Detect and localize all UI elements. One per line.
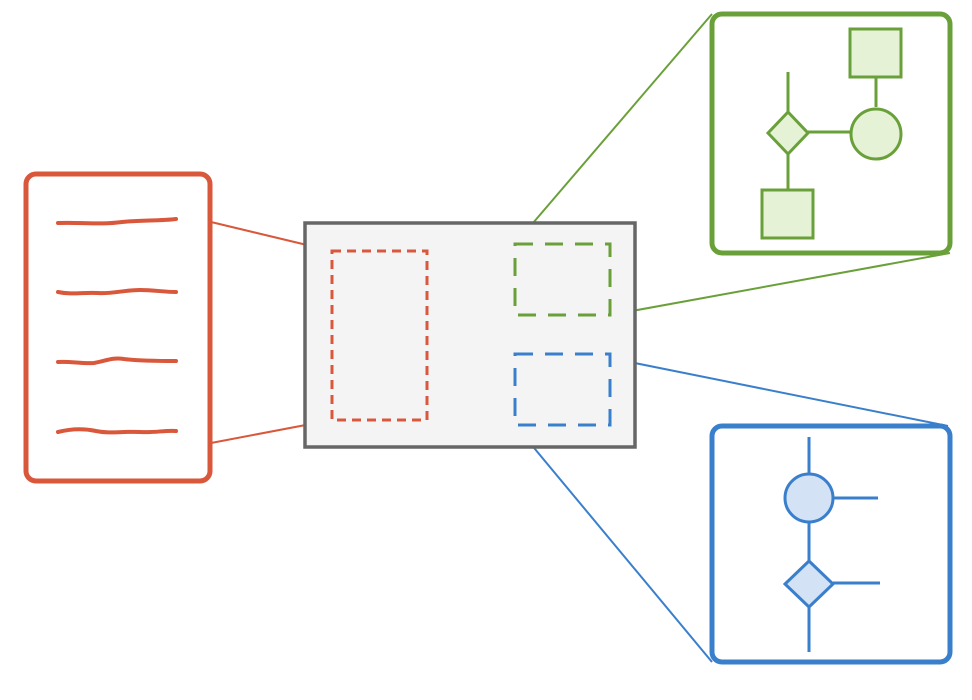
blue-zoom-frame — [709, 423, 953, 665]
green-connector-bottom — [609, 252, 951, 316]
green-dashed-region — [513, 242, 612, 317]
flow-node-diamond — [765, 109, 811, 157]
text-line-2 — [56, 287, 178, 296]
flow-node-square-bottom — [760, 188, 815, 240]
central-page — [303, 221, 637, 449]
text-line-4 — [56, 427, 178, 435]
text-line-1 — [56, 217, 178, 226]
blue-connector-top — [589, 353, 949, 427]
handwritten-lines-icon — [56, 217, 178, 435]
flow-node-circle — [849, 107, 903, 161]
green-connector-top — [514, 13, 713, 245]
flow-node-square-top — [848, 27, 903, 79]
flow-node-circle — [783, 472, 835, 524]
flowchart-icon — [760, 27, 903, 240]
flowchart-alt-icon — [782, 437, 880, 652]
red-dashed-region — [330, 249, 429, 422]
flow-node-diamond — [782, 558, 836, 610]
green-zoom-box — [709, 11, 953, 256]
blue-zoom-box — [709, 423, 953, 665]
blue-dashed-region — [513, 352, 612, 427]
blue-connectors — [514, 353, 949, 663]
red-zoom-frame — [23, 171, 213, 484]
green-connectors — [514, 13, 951, 316]
red-zoom-box — [23, 171, 213, 484]
blue-connector-bottom — [514, 424, 713, 663]
text-line-3 — [56, 356, 178, 366]
